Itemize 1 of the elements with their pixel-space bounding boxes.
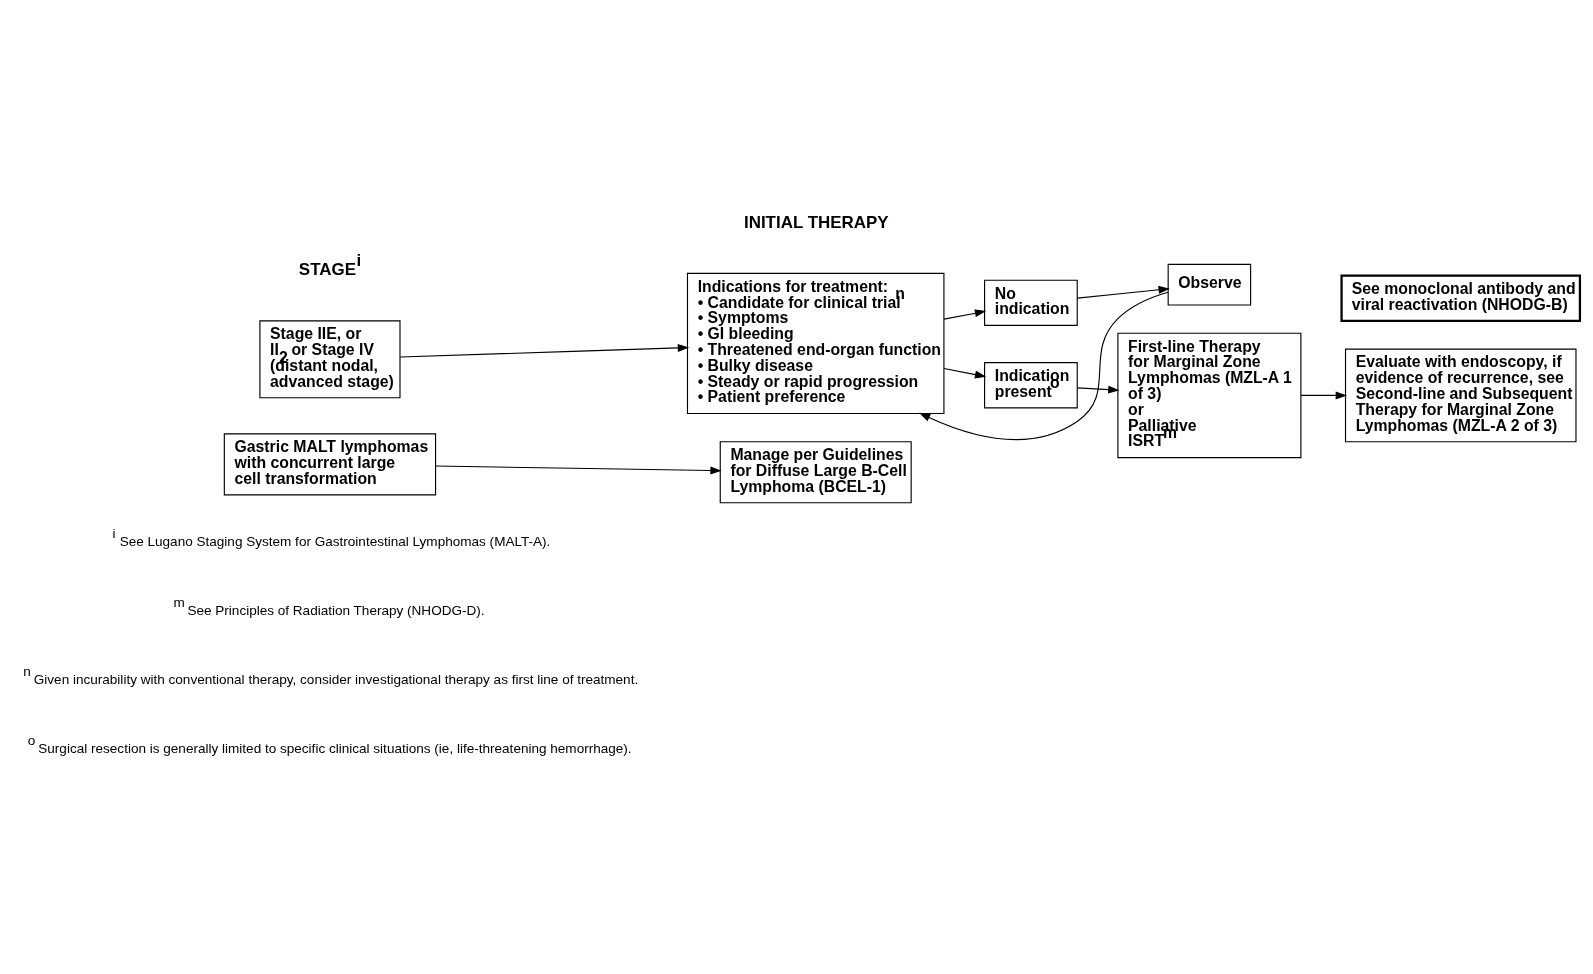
- label: INITIAL THERAPY: [743, 212, 889, 232]
